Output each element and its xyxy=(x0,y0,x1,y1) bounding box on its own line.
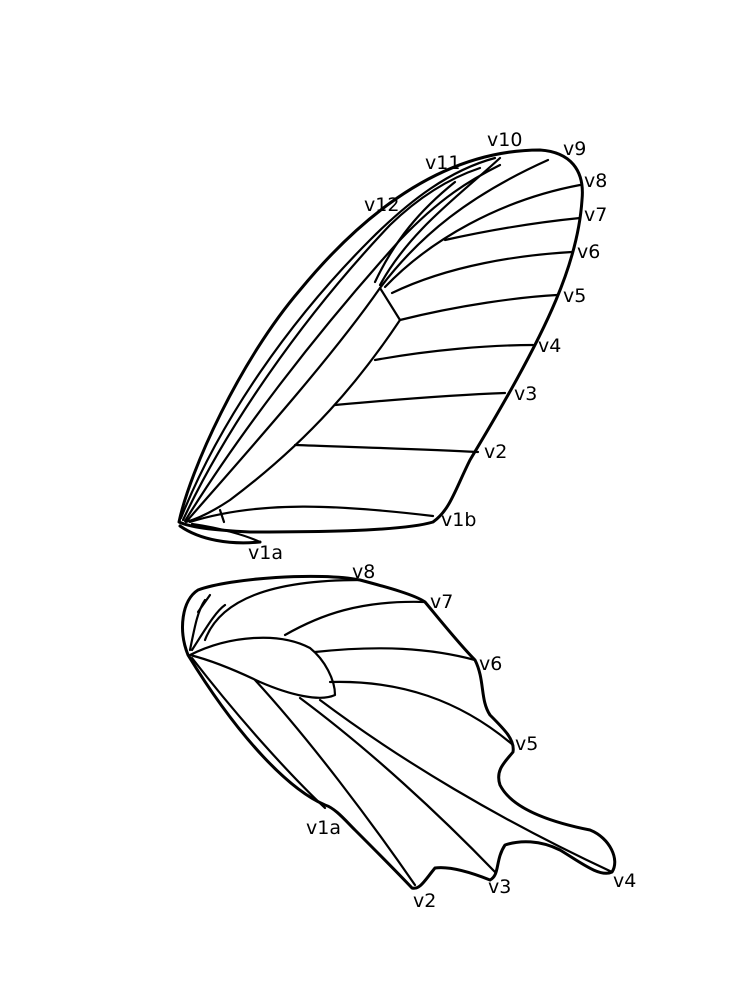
hindwing-vein-v4 xyxy=(318,698,614,874)
hindwing-label-v7: v7 xyxy=(430,591,453,613)
hindwing-basal-vein xyxy=(190,603,227,652)
forewing-label-v1b: v1b xyxy=(441,509,476,531)
forewing-outline xyxy=(177,148,584,534)
vein-subcostal xyxy=(183,163,502,523)
forewing-label-v5: v5 xyxy=(563,285,586,307)
forewing-label-v8: v8 xyxy=(584,170,607,192)
forewing-label-v11: v11 xyxy=(425,152,460,174)
forewing-label-v3: v3 xyxy=(514,383,537,405)
hindwing-label-v3: v3 xyxy=(488,876,511,898)
forewing-label-v12: v12 xyxy=(364,194,399,216)
hindwing-vein-v5 xyxy=(328,680,515,747)
forewing-label-v10: v10 xyxy=(487,129,522,151)
hindwing-label-v8: v8 xyxy=(352,561,375,583)
vein-v8 xyxy=(383,183,582,289)
hindwing-humeral-spur xyxy=(196,593,212,614)
hindwing-label-v5: v5 xyxy=(515,733,538,755)
hindwing-vein-v3 xyxy=(298,696,497,874)
vein-v12 xyxy=(181,166,482,522)
forewing-label-v2: v2 xyxy=(484,441,507,463)
vein-v10 xyxy=(378,156,502,287)
vein-v1a xyxy=(190,522,262,544)
hindwing-label-v4: v4 xyxy=(613,870,636,892)
vein-v1b xyxy=(188,505,435,524)
forewing-label-v6: v6 xyxy=(577,241,600,263)
vein-v5 xyxy=(398,293,559,322)
hindwing-label-v1a: v1a xyxy=(306,817,341,839)
vein-v3 xyxy=(333,391,507,407)
vein-costa xyxy=(179,156,497,520)
forewing-discal-cell xyxy=(184,286,402,524)
hindwing-label-v6: v6 xyxy=(479,653,502,675)
forewing-label-v9: v9 xyxy=(563,138,586,160)
hindwing-vein-v1a xyxy=(190,656,327,810)
hindwing-vein-v7 xyxy=(283,600,427,637)
hindwing-vein-v2 xyxy=(253,678,417,887)
hindwing-vein-v8 xyxy=(203,578,362,642)
hindwing-discal-cell xyxy=(188,636,337,699)
vein-v4 xyxy=(373,343,535,362)
vein-v11 xyxy=(373,180,457,284)
hindwing-outline xyxy=(181,574,617,890)
forewing-label-v4: v4 xyxy=(538,335,561,357)
vein-v2 xyxy=(293,443,480,454)
forewing-label-v7: v7 xyxy=(584,204,607,226)
vein-v6 xyxy=(390,250,574,295)
hindwing-vein-v6 xyxy=(313,647,477,662)
forewing: v10 v9 v11 v8 v12 v7 v6 v5 v4 v3 v2 v1b … xyxy=(177,129,607,564)
vein-v7 xyxy=(443,216,582,242)
forewing-label-v1a: v1a xyxy=(248,542,283,564)
hindwing: v8 v7 v6 v5 v1a v2 v3 v4 xyxy=(181,561,636,912)
forewing-anal-lobe xyxy=(178,524,262,545)
vein-v9 xyxy=(378,158,550,290)
vein-basal-link xyxy=(218,508,226,524)
hindwing-label-v2: v2 xyxy=(413,890,436,912)
